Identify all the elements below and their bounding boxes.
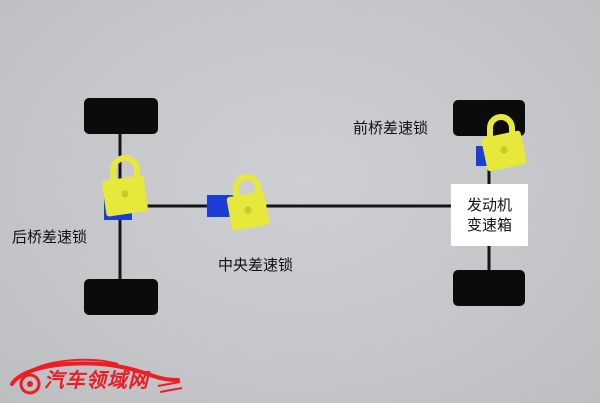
rear-left-wheel (84, 98, 158, 134)
watermark-text: 汽车领域网 (44, 368, 149, 392)
front-right-wheel (453, 270, 525, 306)
watermark-car-logo (10, 358, 183, 395)
gearbox-label: 变速箱 (466, 216, 512, 234)
engine-label: 发动机 (466, 196, 512, 214)
rear-right-wheel (84, 279, 158, 315)
front-diff-lock-label: 前桥差速锁 (353, 119, 429, 137)
rear-diff-lock-label: 后桥差速锁 (12, 228, 88, 246)
front-left-wheel (453, 100, 525, 136)
center-diff-lock-icon (226, 174, 270, 231)
rear-diff-lock-icon (102, 155, 148, 217)
front-diff-lock-icon (481, 114, 527, 172)
center-diff-lock-label: 中央差速锁 (218, 256, 294, 274)
engine-gearbox-box: 发动机 变速箱 (451, 184, 528, 246)
